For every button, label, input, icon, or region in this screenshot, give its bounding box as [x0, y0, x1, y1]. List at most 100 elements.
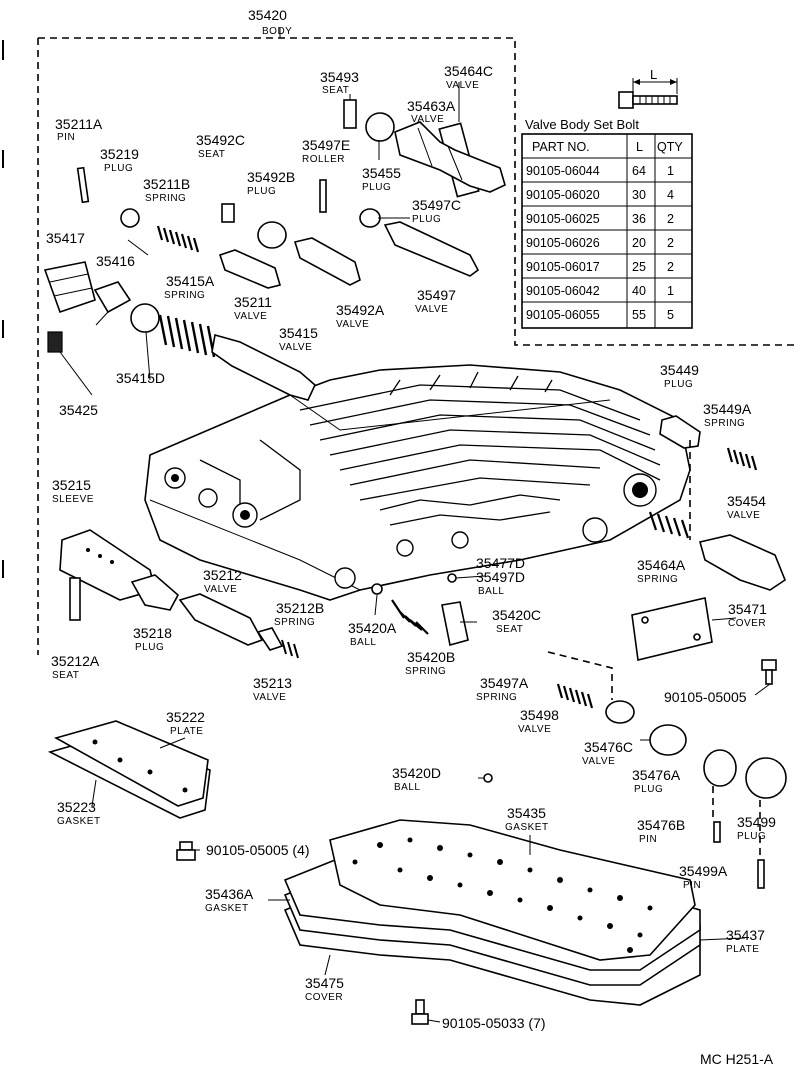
callout-name: VALVE — [411, 114, 444, 125]
title-part-number: 35420 — [248, 7, 287, 23]
callout-number: 35492B — [247, 169, 295, 185]
callout-name: VALVE — [336, 319, 369, 330]
figure-code: MC H251-A — [700, 1051, 774, 1067]
spring-35449A — [726, 447, 758, 471]
callout-number: 35215 — [52, 477, 91, 493]
valve-35415 — [211, 333, 316, 401]
seat-35492C — [221, 203, 235, 223]
ball-35420A — [371, 583, 383, 595]
bolt-row-qty: 2 — [667, 260, 674, 274]
callout-name: SPRING — [637, 574, 678, 585]
callout-name: VALVE — [204, 584, 237, 595]
bolt-row-length: 20 — [632, 236, 646, 250]
callout-number: 35211 — [234, 294, 272, 310]
callout-number: 35212A — [51, 653, 100, 669]
callout-name: VALVE — [253, 692, 286, 703]
callout-number: 35492C — [196, 132, 245, 148]
bolt-row-part: 90105-06055 — [526, 308, 600, 322]
plug-35499 — [745, 757, 787, 799]
bolt-row-qty: 5 — [667, 308, 674, 322]
callout-number: 35497C — [412, 197, 461, 213]
callout-number: 35212B — [276, 600, 324, 616]
plug-35455 — [365, 112, 395, 142]
part-35415D — [130, 303, 160, 333]
part-35416 — [93, 281, 132, 314]
callout-number: 35435 — [507, 805, 546, 821]
seat-35420C — [441, 601, 469, 647]
valve-35211 — [218, 249, 282, 289]
bolt-row-part: 90105-06020 — [526, 188, 600, 202]
callout-name: PLATE — [726, 944, 759, 955]
valve-35498 — [605, 700, 635, 724]
ball-35497D — [447, 573, 457, 583]
valve-35476C — [649, 724, 687, 756]
bolt-row-part: 90105-06025 — [526, 212, 600, 226]
callout-name: SEAT — [52, 670, 79, 681]
callout-name: SLEEVE — [52, 494, 94, 505]
callout-number: 35464A — [637, 557, 686, 573]
plug-35219 — [120, 208, 140, 228]
callout-name: SPRING — [164, 290, 205, 301]
callout-name: PLUG — [247, 186, 276, 197]
bolt-table-title: Valve Body Set Bolt — [525, 117, 639, 132]
bolt-table-header-length: L — [636, 140, 643, 154]
plug-35492B — [257, 221, 287, 249]
bolt-row-length: 55 — [632, 308, 646, 322]
callout-name: VALVE — [446, 80, 479, 91]
bolt-length-label: L — [650, 67, 657, 82]
callout-number: 90105-05033 (7) — [442, 1015, 546, 1031]
callout-number: 35415 — [279, 325, 318, 341]
body-group-boundary — [37, 37, 795, 655]
bolt-row-part: 90105-06042 — [526, 284, 600, 298]
seat-35493 — [343, 99, 357, 129]
callout-name: SEAT — [322, 85, 349, 96]
pin-35476B — [713, 821, 721, 843]
callout-name: VALVE — [727, 510, 760, 521]
callout-number: 35436A — [205, 886, 254, 902]
bolt-90105-05005 — [761, 659, 777, 685]
callout-number: 35415A — [166, 273, 215, 289]
callout-number: 35222 — [166, 709, 205, 725]
callout-number: 90105-05005 (4) — [206, 842, 310, 858]
pin-35499A — [757, 859, 765, 889]
valve-35454 — [699, 534, 786, 591]
callout-name: GASKET — [505, 822, 549, 833]
title-part-name: BODY — [262, 26, 292, 37]
bolt-row-length: 40 — [632, 284, 646, 298]
callout-number: 35416 — [96, 253, 135, 269]
spring-35415A — [158, 314, 216, 358]
callout-number: 35499 — [737, 814, 776, 830]
callout-number: 35464C — [444, 63, 493, 79]
callout-number: 35420A — [348, 620, 397, 636]
callout-number: 35420C — [492, 607, 541, 623]
callout-number: 35499A — [679, 863, 728, 879]
callout-number: 35475 — [305, 975, 344, 991]
callout-number: 35420D — [392, 765, 441, 781]
callout-name: SPRING — [476, 692, 517, 703]
callout-name: GASKET — [205, 903, 249, 914]
callout-number: 35471 — [728, 601, 767, 617]
callout-name: PIN — [683, 880, 701, 891]
callout-name: ROLLER — [302, 154, 345, 165]
spring-35420B — [391, 599, 429, 635]
callout-number: 35493 — [320, 69, 359, 85]
pin-35211A — [76, 166, 90, 204]
callout-number: 35425 — [59, 402, 98, 418]
bolt-table: L Valve Body Set Bolt PART NO. L QTY 901… — [521, 67, 693, 329]
callout-number: 35454 — [727, 493, 766, 509]
callout-number: 35420B — [407, 649, 455, 665]
callout-number: 35212 — [203, 567, 242, 583]
callout-number: 35476B — [637, 817, 685, 833]
callout-number: 35498 — [520, 707, 559, 723]
callout-number: 35211A — [55, 116, 103, 132]
valve-body-casting — [144, 364, 691, 601]
callout-name: PLUG — [135, 642, 164, 653]
bolt-90105-05005-x4 — [176, 841, 196, 861]
bolt-table-header-part: PART NO. — [532, 140, 590, 154]
callout-name: SPRING — [704, 418, 745, 429]
bolt-row-length: 30 — [632, 188, 646, 202]
callout-number: 35477D — [476, 555, 525, 571]
callout-name: VALVE — [415, 304, 448, 315]
callout-number: 90105-05005 — [664, 689, 747, 705]
